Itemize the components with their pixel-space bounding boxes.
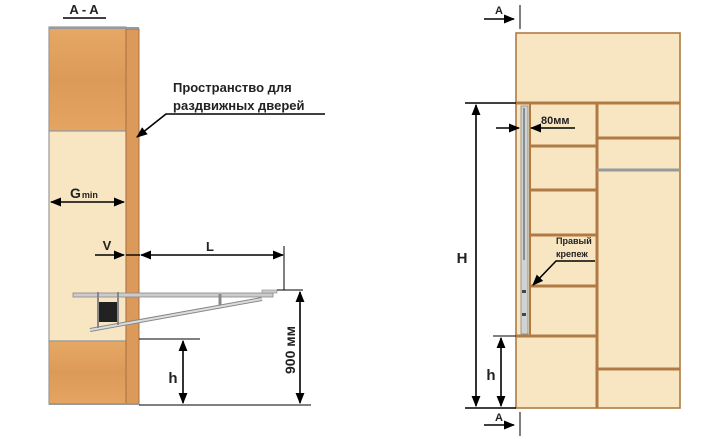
ironing-board: [72, 289, 278, 332]
annotation-leader-arrow: [136, 113, 325, 138]
top-wood-panel: [48, 26, 127, 132]
fastener-line1: Правый: [556, 236, 592, 246]
h-label-front: h: [486, 367, 495, 384]
fastener-leader-arrow: [532, 260, 595, 286]
bottom-wood-panel: [48, 340, 127, 405]
h-label: h: [168, 370, 177, 387]
table-height-label: 900 мм: [282, 326, 298, 374]
ironing-board-folded: [520, 105, 529, 335]
board-surface: [72, 292, 274, 298]
v-label: V: [103, 238, 112, 253]
section-view: A - A Пространство для раздвижных дверей…: [48, 2, 325, 406]
annotation-line1: Пространство для: [173, 80, 292, 95]
wardrobe-front: [515, 32, 681, 409]
l-label: L: [206, 239, 214, 254]
front-view: A A H: [457, 5, 681, 436]
section-marker-top: A: [495, 5, 503, 17]
section-title: A - A: [69, 2, 99, 17]
cabinet-section: [48, 26, 140, 405]
annotation-line2: раздвижных дверей: [173, 98, 305, 113]
sliding-door-space: [125, 28, 140, 405]
mount-block: [99, 302, 117, 322]
section-marker-bottom: A: [495, 412, 503, 424]
total-height-label: H: [457, 250, 468, 267]
gmin-label: Gmin: [70, 185, 98, 201]
fastener-line2: крепеж: [556, 249, 588, 259]
clearance-label: 80мм: [541, 115, 570, 127]
